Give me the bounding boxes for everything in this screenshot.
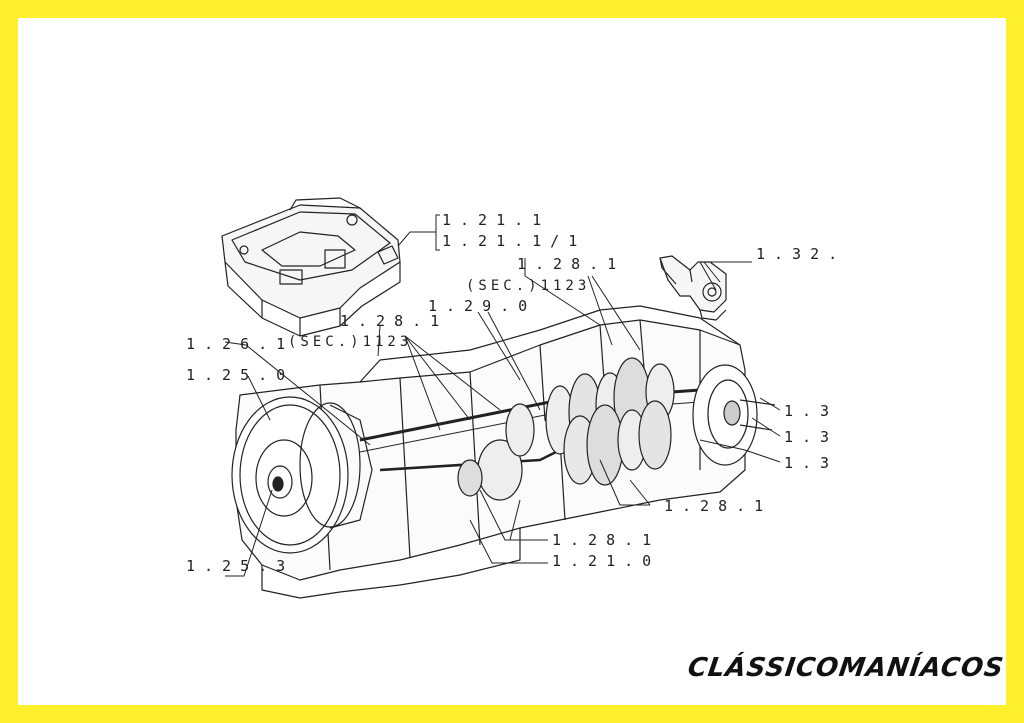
label-1-21-0: 1.21.0 bbox=[552, 552, 661, 570]
label-1-32: 1.32. bbox=[756, 245, 847, 263]
label-1-28-1-right: 1.28.1 bbox=[664, 497, 773, 515]
clutch-flywheel-drawing bbox=[231, 396, 373, 554]
label-1-28-1-mid: 1.28.1 bbox=[340, 312, 449, 330]
label-1-21-1-1: 1.21.1/1 bbox=[442, 232, 587, 250]
label-1-3-c: 1.3 bbox=[784, 454, 839, 472]
label-1-21-1: 1.21.1 bbox=[442, 211, 551, 229]
label-1-3-a: 1.3 bbox=[784, 402, 839, 420]
rear-flange-drawing bbox=[692, 364, 776, 466]
brand-logo: CLÁSSICOMANÍACOS bbox=[685, 653, 1006, 683]
label-1-26-1: 1.26.1 bbox=[186, 335, 295, 353]
label-1-25-0: 1.25.0 bbox=[186, 366, 295, 384]
label-1-3-b: 1.3 bbox=[784, 428, 839, 446]
label-1-29-0: 1.29.0 bbox=[428, 297, 537, 315]
label-sec-1123-mid: (SEC.)1123 bbox=[288, 334, 413, 350]
lift-cover-drawing bbox=[221, 197, 401, 337]
label-1-28-1-bottom: 1.28.1 bbox=[552, 531, 661, 549]
shift-fork-drawing bbox=[659, 255, 727, 321]
leader-lines bbox=[224, 214, 781, 577]
gear-cluster-drawing bbox=[457, 357, 675, 501]
label-1-25-3: 1.25.3 bbox=[186, 557, 295, 575]
label-sec-1123-top: (SEC.)1123 bbox=[466, 278, 591, 294]
label-1-28-1-top: 1.28.1 bbox=[517, 255, 626, 273]
